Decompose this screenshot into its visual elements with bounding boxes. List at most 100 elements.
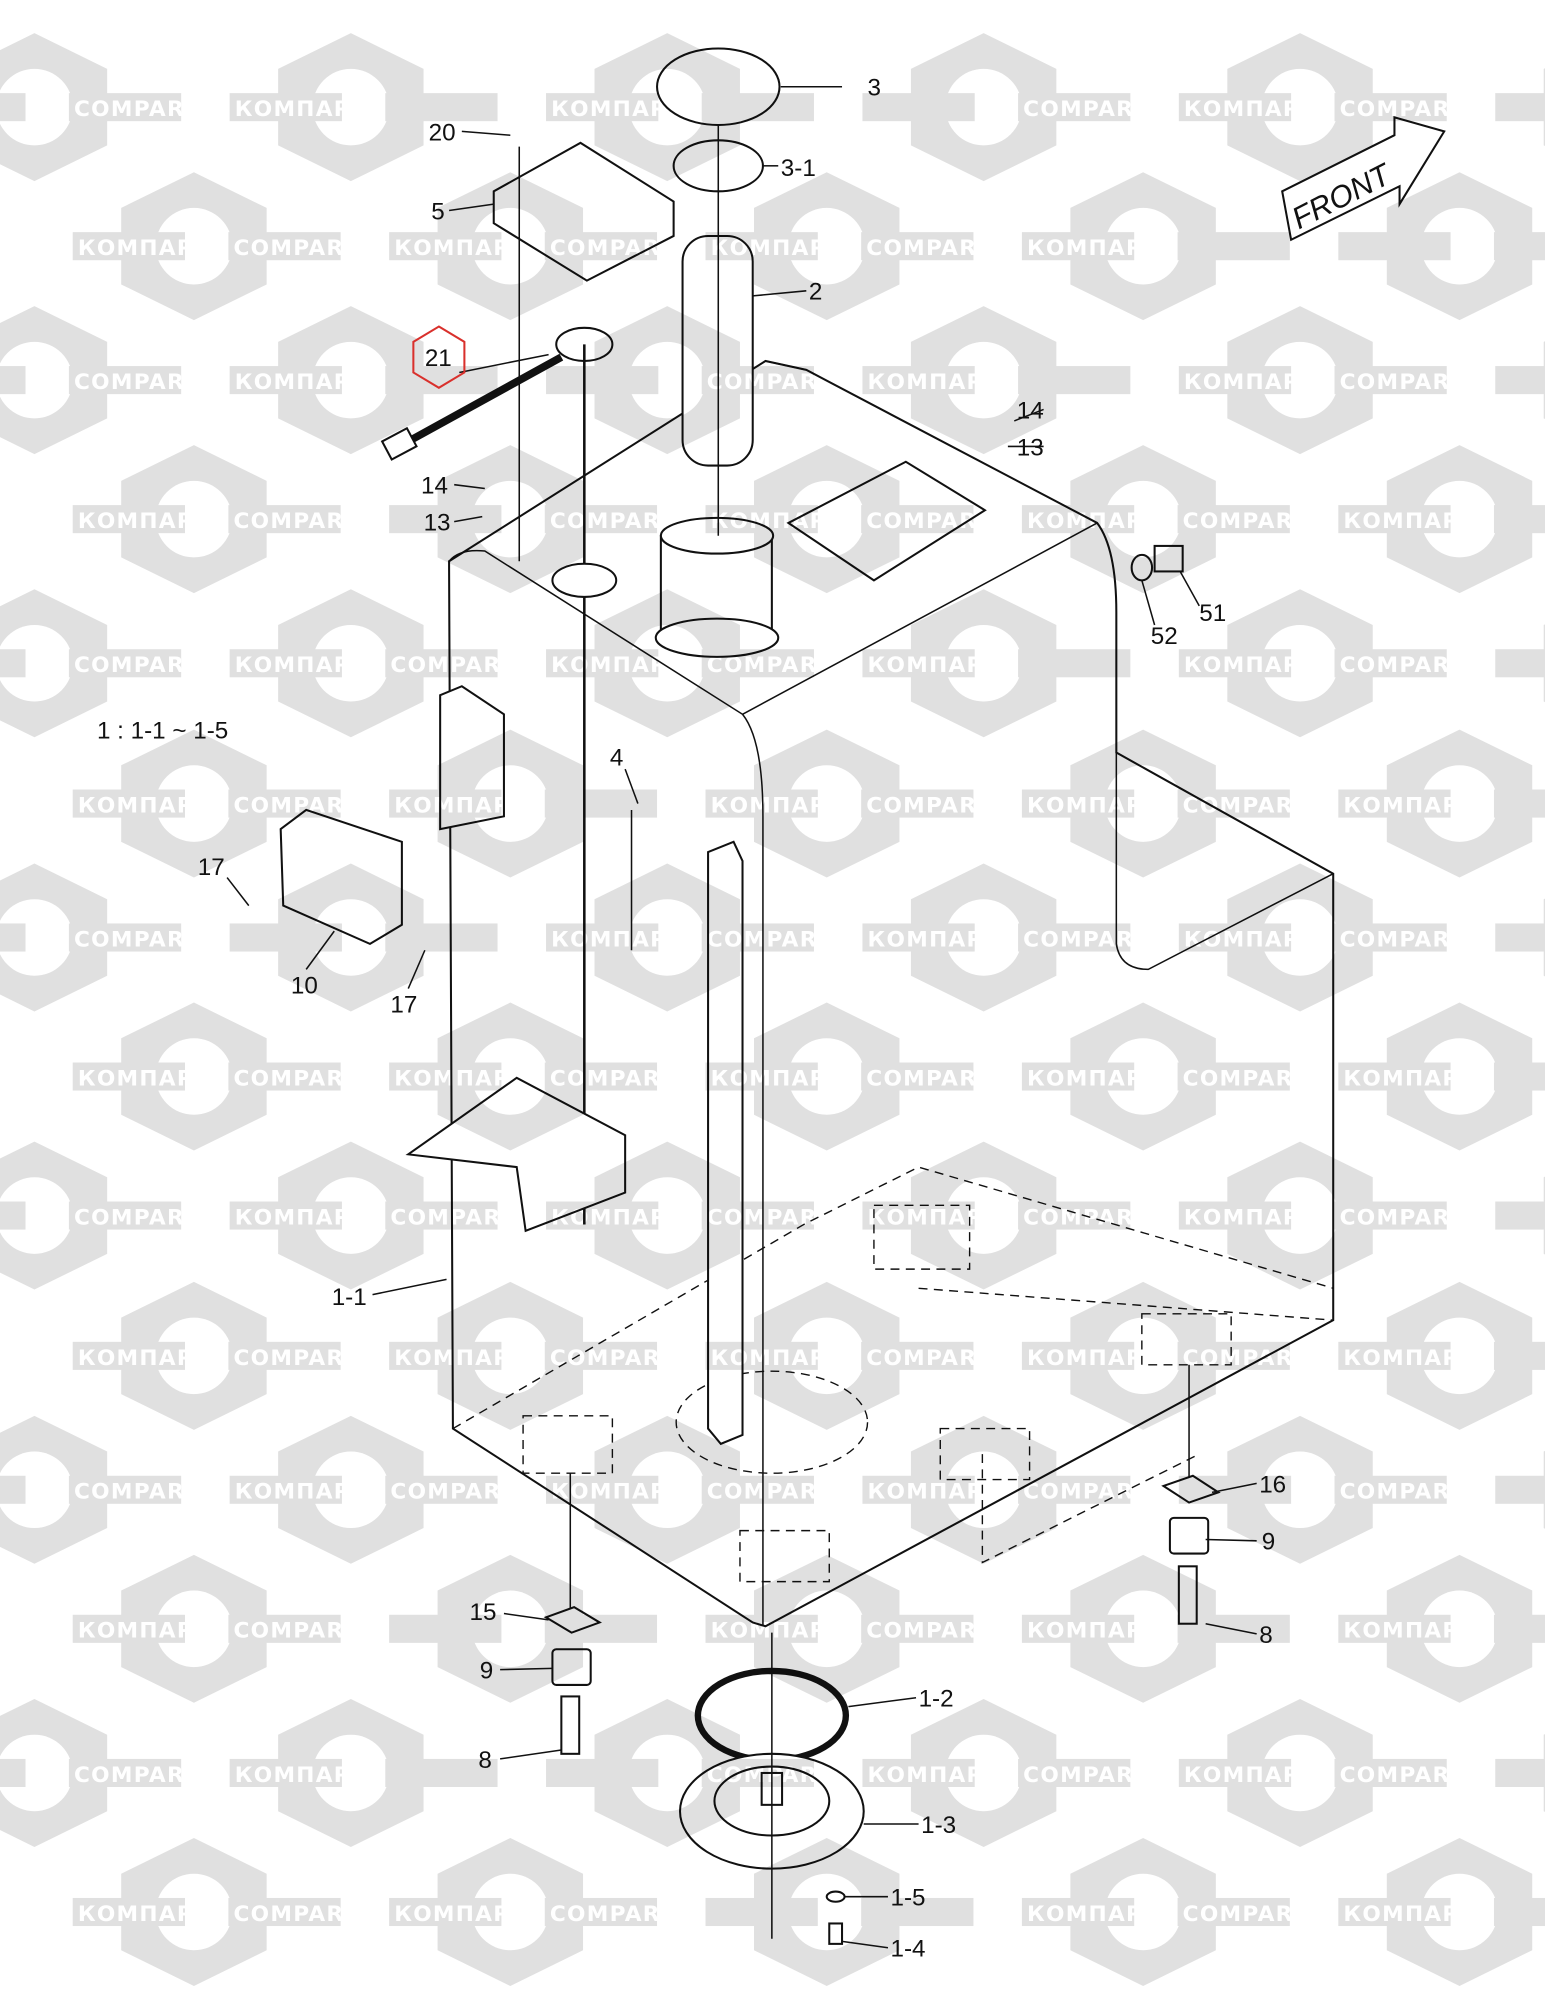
callout-1-4[interactable]: 1-4 — [841, 1936, 926, 1963]
watermark-text: COMPART — [1340, 927, 1466, 952]
watermark-text: COMPART — [1340, 97, 1466, 122]
watermark-text: КОМПАРТ — [394, 236, 526, 261]
watermark-text: КОМПАРТ — [711, 1619, 843, 1644]
callout-10[interactable]: 10 — [291, 930, 335, 1000]
leader-line — [624, 768, 639, 804]
watermark: КОМПАРТ — [1021, 172, 1290, 321]
leader-line — [459, 353, 549, 374]
callout-8b[interactable]: 8 — [478, 1747, 562, 1774]
leader-line — [848, 1696, 917, 1708]
callout-13a[interactable]: 13 — [1007, 434, 1044, 461]
callout-4[interactable]: 4 — [610, 744, 639, 804]
callout-17a[interactable]: 17 — [198, 854, 250, 907]
watermark: КОМПАРТ — [1338, 1554, 1545, 1703]
watermark: КОМПАРТ COMPART — [862, 1415, 1149, 1564]
callout-52[interactable]: 52 — [1141, 580, 1178, 650]
leader-line — [841, 1940, 889, 1949]
watermark-text: КОМПАРТ — [235, 370, 367, 395]
watermark-text: КОМПАРТ — [711, 794, 843, 819]
watermark-text: COMPART — [74, 927, 200, 952]
watermark: КОМПАРТ — [1338, 445, 1545, 594]
callout-label: 8 — [1259, 1622, 1272, 1649]
fuel-cap — [656, 47, 781, 127]
watermark-text: COMPART — [233, 236, 359, 261]
watermark: КОМПАРТ — [229, 1698, 498, 1847]
watermark-text: КОМПАРТ — [394, 1902, 526, 1927]
watermark-text: COMPART — [390, 1205, 516, 1230]
watermark-text: COMPART — [550, 509, 676, 534]
watermark — [389, 1554, 658, 1703]
watermark: COMPART — [0, 306, 199, 455]
cover — [492, 141, 675, 282]
callout-14a[interactable]: 14 — [1013, 397, 1044, 424]
callout-5[interactable]: 5 — [431, 198, 494, 225]
leader-line — [752, 290, 807, 297]
callout-8a[interactable]: 8 — [1205, 1622, 1273, 1649]
watermark-text: КОМПАРТ — [78, 1902, 210, 1927]
watermark-text: КОМПАРТ — [78, 794, 210, 819]
leader-line — [461, 130, 511, 136]
leader-line — [454, 515, 483, 523]
watermark-text: COMPART — [1340, 370, 1466, 395]
callout-label: 8 — [478, 1747, 491, 1774]
watermark: COMPART — [0, 1415, 200, 1564]
callout-14b[interactable]: 14 — [421, 473, 485, 500]
watermark-text: КОМПАРТ — [1027, 794, 1159, 819]
callout-label: 52 — [1151, 623, 1178, 650]
callout-16[interactable]: 16 — [1211, 1471, 1286, 1498]
callout-1-5[interactable]: 1-5 — [844, 1885, 926, 1912]
callout-1-3[interactable]: 1-3 — [863, 1812, 956, 1839]
watermark-text: КОМПАРТ — [235, 1205, 367, 1230]
callout-51[interactable]: 51 — [1179, 571, 1226, 627]
watermark-text: COMPART — [233, 1619, 359, 1644]
watermark-text: COMPART — [1023, 1763, 1149, 1788]
watermark-text: КОМПАРТ — [1027, 1619, 1159, 1644]
callout-9a[interactable]: 9 — [1205, 1529, 1276, 1556]
watermark-text: КОМПАРТ — [1184, 1763, 1316, 1788]
callout-3[interactable]: 3 — [780, 75, 881, 102]
watermark-text: COMPART — [1183, 509, 1309, 534]
watermark-text: COMPART — [233, 794, 359, 819]
callout-2[interactable]: 2 — [752, 279, 823, 306]
callout-21[interactable]: 21 — [412, 325, 549, 389]
watermark-text: COMPART — [390, 653, 516, 678]
watermark — [1495, 341, 1545, 419]
watermark-text: COMPART — [1340, 1480, 1466, 1505]
leader-line — [372, 1278, 447, 1296]
callout-17b[interactable]: 17 — [390, 949, 426, 1019]
callout-20[interactable]: 20 — [429, 119, 511, 146]
callout-label: 10 — [291, 973, 318, 1000]
watermark-text: COMPART — [74, 1480, 200, 1505]
watermark-text: COMPART — [1023, 1480, 1149, 1505]
watermark: COMPART — [0, 1698, 199, 1847]
watermark-text: COMPART — [1183, 794, 1309, 819]
watermark: КОМПАРТ — [1021, 1554, 1290, 1703]
callout-13b[interactable]: 13 — [424, 510, 483, 537]
callout-3-1[interactable]: 3-1 — [762, 155, 816, 182]
callout-15[interactable]: 15 — [469, 1599, 549, 1626]
watermark-text: COMPART — [1340, 1763, 1466, 1788]
callout-label: 13 — [1017, 434, 1044, 461]
callout-label: 13 — [424, 510, 451, 537]
callout-1-2[interactable]: 1-2 — [848, 1686, 954, 1713]
watermark: COMPART — [0, 863, 200, 1012]
callout-label: 3-1 — [781, 155, 816, 182]
watermark-text: КОМПАРТ — [868, 1480, 1000, 1505]
watermark — [1495, 68, 1545, 147]
watermark-text: КОМПАРТ — [551, 927, 683, 952]
callout-1-1[interactable]: 1-1 — [332, 1278, 447, 1311]
callout-label: 15 — [469, 1599, 496, 1626]
callout-9b[interactable]: 9 — [480, 1658, 553, 1685]
